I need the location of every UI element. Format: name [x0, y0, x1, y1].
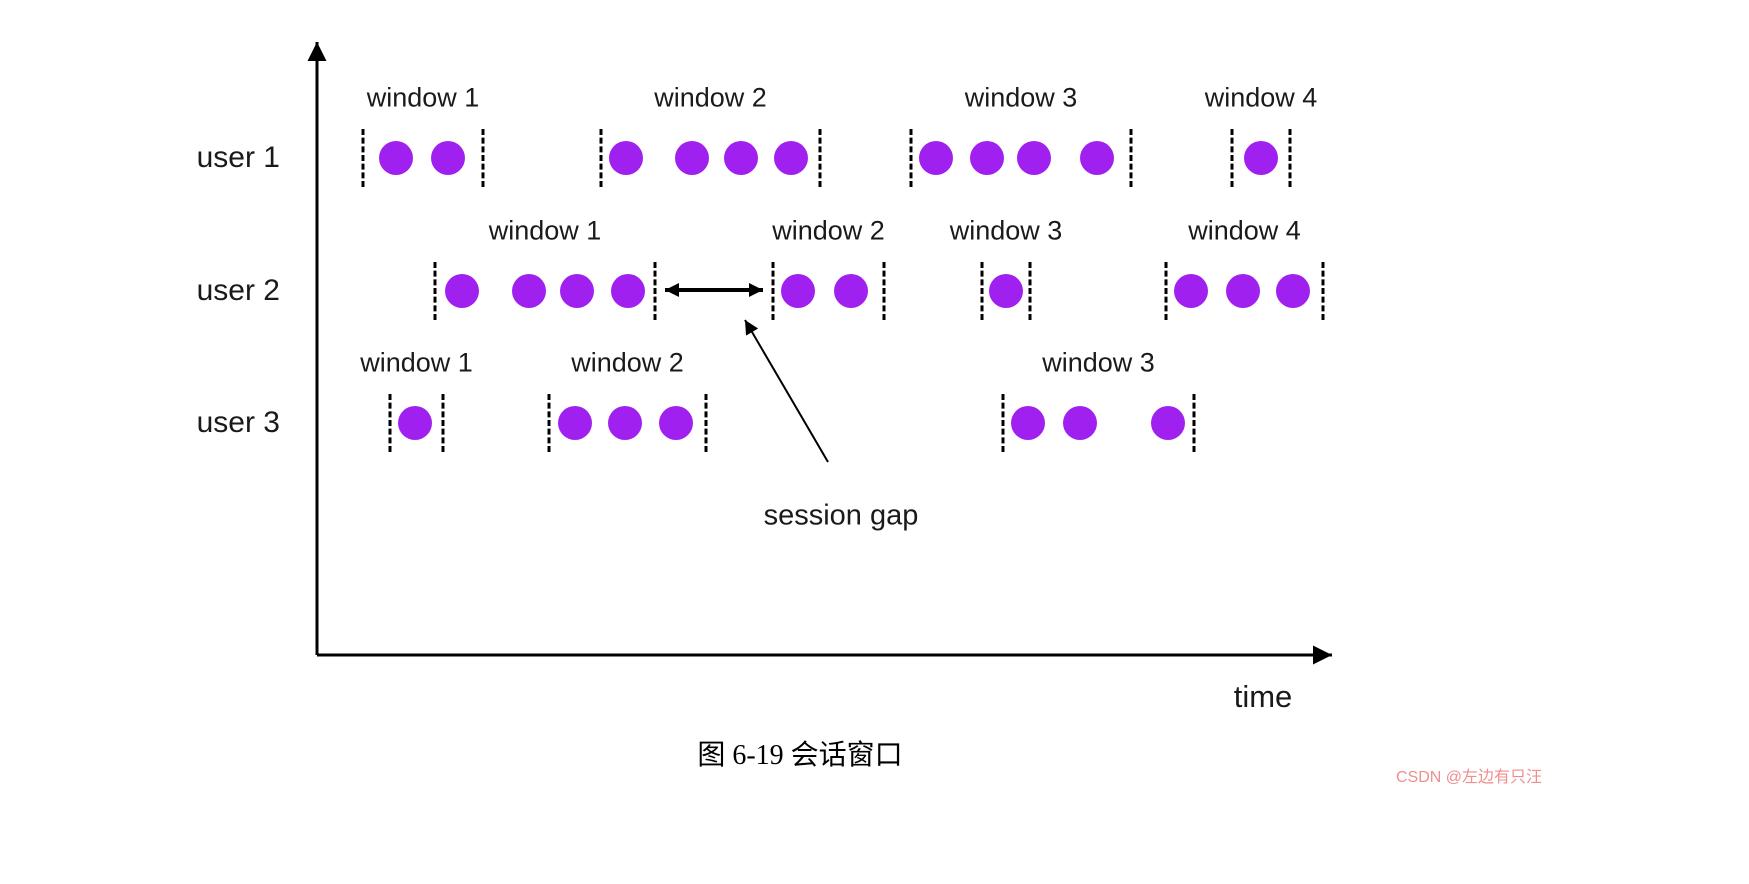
event-dot [608, 406, 642, 440]
event-dot [560, 274, 594, 308]
user-label: user 2 [196, 274, 280, 307]
event-dot [512, 274, 546, 308]
event-dot [919, 141, 953, 175]
window-label: window 2 [654, 82, 767, 113]
window-boundary [1321, 262, 1325, 320]
event-dot [1080, 141, 1114, 175]
window-boundary [1192, 394, 1196, 452]
window-label: window 1 [488, 215, 602, 246]
event-dot [398, 406, 432, 440]
window-boundary [388, 394, 392, 452]
window-boundary [599, 129, 603, 187]
window-boundary [704, 394, 708, 452]
time-axis-label: time [1233, 679, 1293, 714]
event-dot [379, 141, 413, 175]
window-label: window 4 [1204, 82, 1318, 113]
event-dot [659, 406, 693, 440]
event-dot [611, 274, 645, 308]
window-boundary [980, 262, 984, 320]
event-dot [558, 406, 592, 440]
event-dot [1011, 406, 1045, 440]
window-label: window 3 [949, 215, 1063, 246]
window-boundary [909, 129, 913, 187]
event-dot [834, 274, 868, 308]
event-dot [445, 274, 479, 308]
window-boundary [818, 129, 822, 187]
event-dot [774, 141, 808, 175]
window-boundary [1001, 394, 1005, 452]
event-dot [1226, 274, 1260, 308]
window-boundary [547, 394, 551, 452]
window-label: window 1 [360, 347, 473, 378]
watermark: CSDN @左边有只汪 [1396, 769, 1543, 786]
user-label: user 3 [196, 406, 280, 439]
window-boundary [481, 129, 485, 187]
window-boundary [1164, 262, 1168, 320]
window-label: window 2 [772, 215, 885, 246]
window-boundary [433, 262, 437, 320]
window-label: window 2 [571, 347, 684, 378]
event-dot [1017, 141, 1051, 175]
session-gap-label: session gap [763, 499, 919, 532]
event-dot [609, 141, 643, 175]
window-label: window 3 [1042, 347, 1155, 378]
user-label: user 1 [196, 141, 280, 174]
window-label: window 4 [1188, 215, 1301, 246]
window-boundary [1129, 129, 1133, 187]
window-label: window 3 [964, 82, 1078, 113]
event-dot [1174, 274, 1208, 308]
window-boundary [1288, 129, 1292, 187]
window-boundary [1230, 129, 1234, 187]
event-dot [1244, 141, 1278, 175]
session-gap-pointer-arrow [744, 319, 829, 463]
window-boundary [361, 129, 365, 187]
window-boundary [441, 394, 445, 452]
figure-caption: 图 6-19 会话窗口 [697, 740, 903, 771]
event-dot [1063, 406, 1097, 440]
event-dot [431, 141, 465, 175]
window-boundary [653, 262, 657, 320]
window-boundary [1028, 262, 1032, 320]
window-boundary [771, 262, 775, 320]
window-boundary [882, 262, 886, 320]
event-dot [1151, 406, 1185, 440]
event-dot [724, 141, 758, 175]
event-dot [989, 274, 1023, 308]
event-dot [1276, 274, 1310, 308]
event-dot [675, 141, 709, 175]
event-dot [781, 274, 815, 308]
event-dot [970, 141, 1004, 175]
window-label: window 1 [366, 82, 480, 113]
